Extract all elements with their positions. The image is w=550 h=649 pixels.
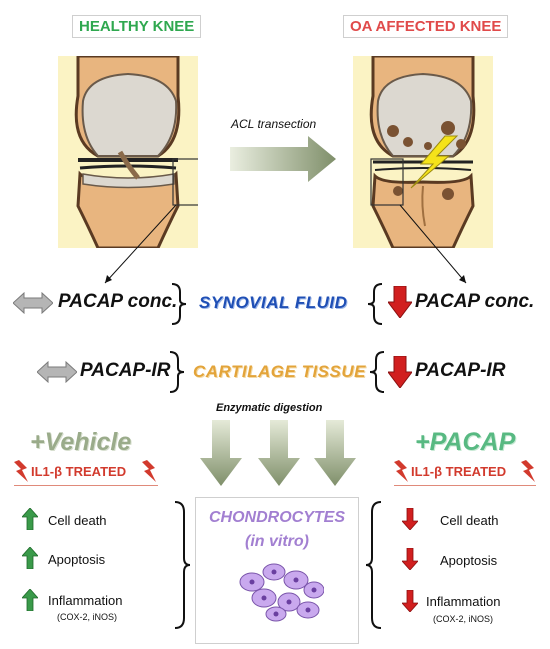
- il1-underline-right: [394, 485, 536, 486]
- chondrocytes-subtitle: (in vitro): [245, 533, 309, 550]
- down-arrow-icon: [402, 548, 418, 570]
- up-arrow-icon: [22, 589, 38, 611]
- acl-transection-arrow: [230, 136, 336, 182]
- healthy-knee-illustration: [58, 56, 198, 248]
- down-arrow-icon: [388, 286, 412, 318]
- chondrocytes-panel: CHONDROCYTES (in vitro): [195, 497, 359, 644]
- up-arrow-icon: [22, 547, 38, 569]
- left-large-brace: [174, 501, 191, 629]
- down-arrow-icon: [388, 356, 412, 388]
- right-cell-death: Cell death: [440, 513, 499, 528]
- vehicle-title: +Vehicle: [30, 428, 132, 456]
- acl-transection-label: ACL transection: [231, 117, 317, 131]
- right-inflammation-markers: (COX-2, iNOS): [433, 614, 494, 624]
- right-inflammation: Inflammation: [426, 594, 501, 609]
- digestion-arrows: [200, 420, 356, 486]
- lightning-icon: [14, 460, 28, 482]
- chondrocyte-cells-illustration: [239, 563, 324, 622]
- oa-knee-label: OA AFFECTED KNEE: [343, 15, 509, 38]
- enzymatic-digestion-label: Enzymatic digestion: [216, 402, 323, 414]
- left-brace: [171, 283, 187, 325]
- il1-underline-left: [14, 485, 158, 486]
- right-brace: [367, 283, 383, 325]
- il1-treated-label-left: IL1-β TREATED: [31, 464, 127, 479]
- neutral-arrow-icon: [13, 292, 53, 314]
- il1-treated-label-right: IL1-β TREATED: [411, 464, 507, 479]
- synovial-fluid-label: SYNOVIAL FLUID: [199, 293, 348, 312]
- up-arrow-icon: [22, 508, 38, 530]
- left-cell-death: Cell death: [48, 513, 107, 528]
- cartilage-left-pacap-ir: PACAP-IR: [80, 360, 171, 381]
- lightning-icon: [142, 460, 156, 482]
- synovial-left-pacap-conc: PACAP conc.: [58, 291, 178, 312]
- neutral-arrow-icon: [37, 361, 77, 383]
- chondrocytes-title: CHONDROCYTES: [208, 509, 345, 526]
- pacap-title: +PACAP: [415, 428, 516, 456]
- down-arrow-icon: [402, 590, 418, 612]
- cartilage-tissue-label: CARTILAGE TISSUE: [193, 362, 366, 381]
- healthy-knee-label: HEALTHY KNEE: [72, 15, 202, 38]
- right-apoptosis: Apoptosis: [440, 553, 498, 568]
- left-apoptosis: Apoptosis: [48, 552, 106, 567]
- lightning-icon: [394, 460, 408, 482]
- right-brace: [369, 351, 385, 393]
- synovial-right-pacap-conc: PACAP conc.: [415, 291, 535, 312]
- oa-knee-illustration: [353, 56, 493, 248]
- cartilage-right-pacap-ir: PACAP-IR: [415, 360, 506, 381]
- inset-connector-lines: [104, 204, 467, 284]
- left-brace: [169, 351, 185, 393]
- right-large-brace: [365, 501, 382, 629]
- left-inflammation-markers: (COX-2, iNOS): [57, 612, 118, 622]
- left-inflammation: Inflammation: [48, 593, 123, 608]
- lightning-icon: [521, 460, 535, 482]
- down-arrow-icon: [402, 508, 418, 530]
